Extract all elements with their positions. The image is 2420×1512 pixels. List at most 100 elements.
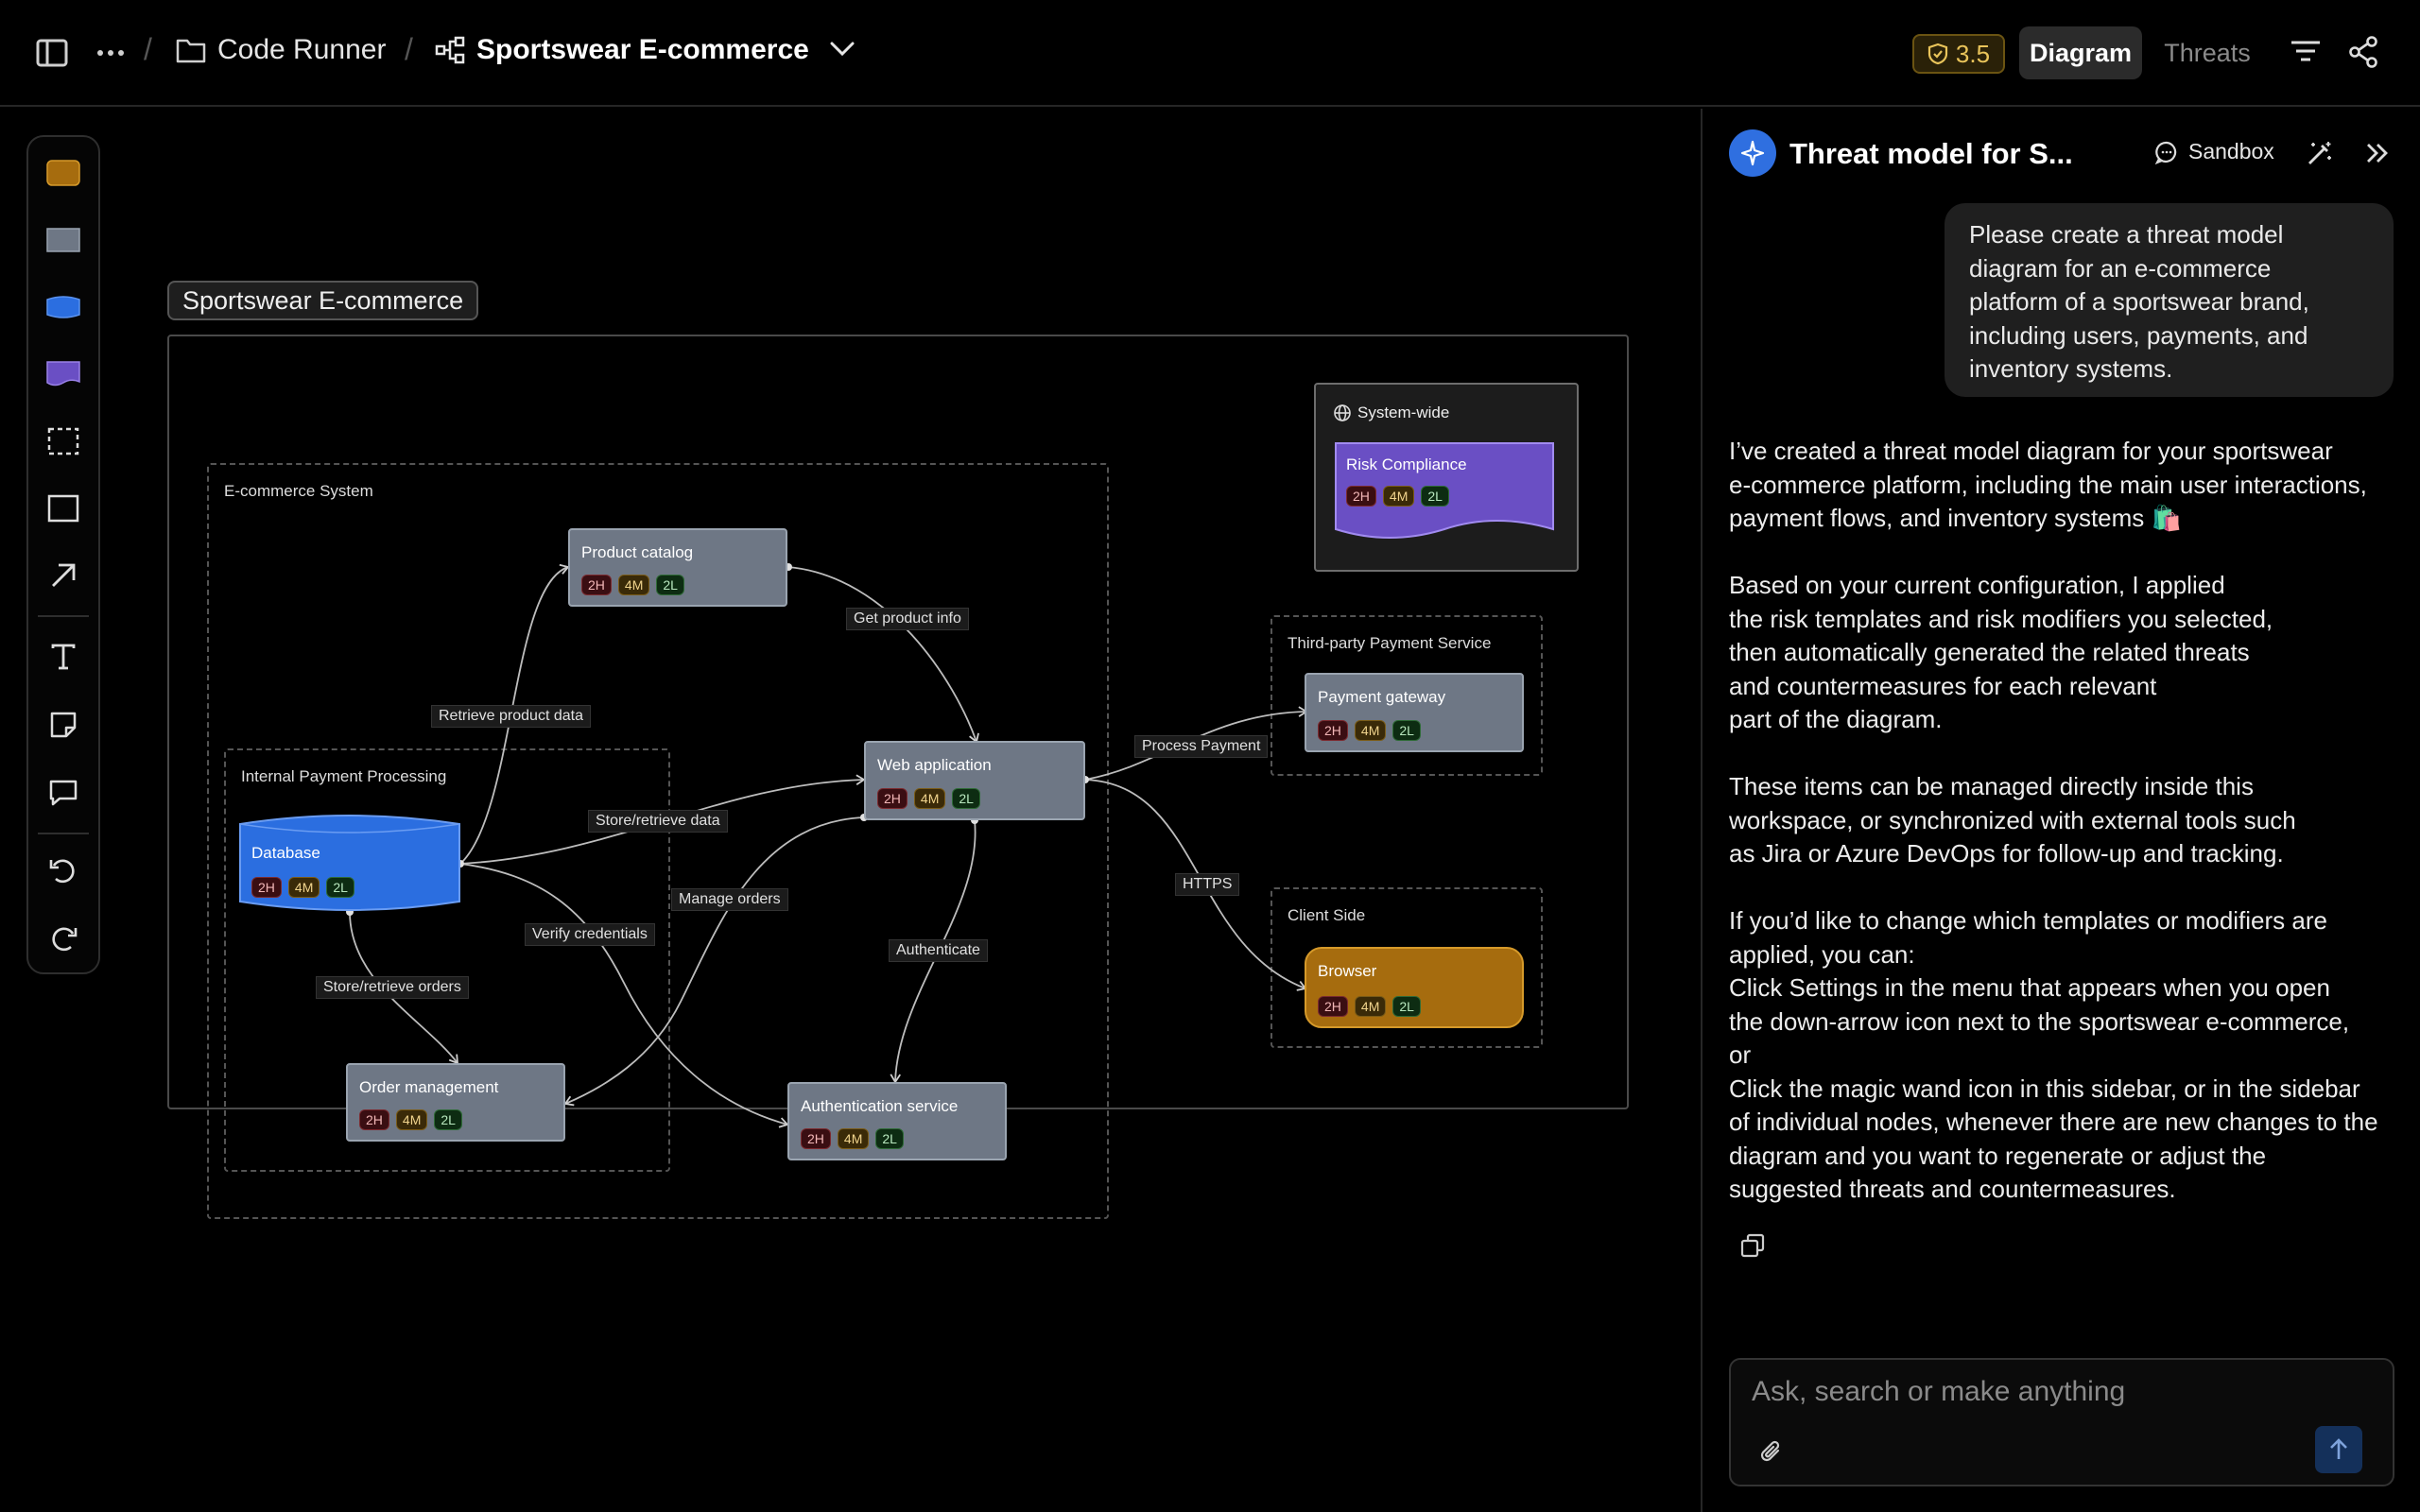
edge-label[interactable]: Store/retrieve orders (316, 976, 469, 999)
node-web-application[interactable]: Web application 2H 4M 2L (864, 741, 1085, 820)
panel-title: Threat model for S... (1789, 137, 2073, 170)
tool-node-gold[interactable] (28, 146, 98, 199)
edge-label[interactable]: Store/retrieve data (588, 810, 728, 833)
undo-icon (49, 859, 75, 884)
node-product-catalog[interactable]: Product catalog 2H 4M 2L (568, 528, 787, 607)
edge-get-product-info[interactable] (787, 566, 979, 744)
toolbar-divider (38, 615, 89, 617)
sparkle-icon (1740, 140, 1765, 166)
security-score-badge[interactable]: 3.5 (1912, 34, 2005, 74)
copy-icon (1740, 1233, 1765, 1258)
sidebar-toggle-icon (36, 39, 68, 67)
breadcrumb-diagram[interactable]: Sportswear E-commerce (435, 34, 809, 66)
tool-sticky-note[interactable] (28, 698, 98, 751)
node-label: Risk Compliance (1346, 455, 1467, 473)
breadcrumb-separator: / (144, 32, 152, 66)
tool-arrow[interactable] (28, 549, 98, 602)
edge-https[interactable] (1084, 779, 1307, 991)
boundary-client-side[interactable] (1270, 887, 1543, 1048)
more-dots-icon (97, 50, 124, 56)
share-button[interactable] (2348, 36, 2378, 68)
threat-counts: 2H 4M 2L (359, 1109, 462, 1130)
comment-icon (49, 780, 78, 806)
redo-button[interactable] (28, 912, 98, 965)
tool-boundary[interactable] (28, 415, 98, 468)
boundary-label: Internal Payment Processing (241, 767, 447, 785)
send-button[interactable] (2315, 1426, 2362, 1473)
boundary-ecommerce-system[interactable] (207, 463, 1109, 1219)
edge-label[interactable]: Get product info (846, 608, 969, 630)
node-label: Browser (1318, 962, 1377, 980)
threat-counts: 2H 4M 2L (801, 1128, 904, 1149)
edge-label[interactable]: Manage orders (671, 888, 788, 911)
node-risk-compliance[interactable]: Risk Compliance 2H 4M 2L (1335, 442, 1554, 541)
edge-label[interactable]: Authenticate (889, 939, 988, 962)
low-threat-badge: 2L (326, 877, 354, 898)
boundary-internal-payment[interactable] (224, 748, 670, 1172)
tab-threats[interactable]: Threats (2164, 38, 2251, 67)
top-bar: / Code Runner / Sportswear E-commerce 3.… (0, 0, 2420, 107)
diagram-menu-button[interactable] (828, 40, 856, 59)
edge-label[interactable]: Retrieve product data (431, 705, 591, 728)
paperclip-icon (1760, 1440, 1780, 1462)
node-authentication-service[interactable]: Authentication service 2H 4M 2L (787, 1082, 1007, 1160)
magic-wand-button[interactable] (2306, 139, 2334, 172)
edge-label[interactable]: Process Payment (1134, 735, 1269, 758)
attach-button[interactable] (1759, 1439, 1784, 1470)
chevron-down-icon (830, 42, 855, 57)
edge-label[interactable]: HTTPS (1175, 873, 1240, 896)
breadcrumb-project[interactable]: Code Runner (176, 34, 386, 66)
low-threat-badge: 2L (875, 1128, 904, 1149)
share-icon (2349, 36, 2377, 68)
arrow-icon (52, 563, 76, 587)
sidebar-toggle-button[interactable] (36, 36, 70, 70)
text-icon (51, 644, 76, 670)
low-threat-badge: 2L (434, 1109, 462, 1130)
node-label: Web application (877, 756, 992, 774)
gold-shape-icon (46, 160, 80, 186)
medium-threat-badge: 4M (1382, 486, 1415, 507)
globe-icon (1334, 404, 1351, 421)
copy-button[interactable] (1740, 1233, 1765, 1263)
node-label: Product catalog (581, 543, 694, 561)
arrow-up-icon (2330, 1438, 2347, 1459)
assistant-message: I’ve created a threat model diagram for … (1729, 437, 2378, 1203)
chat-composer (1729, 1358, 2394, 1486)
high-threat-badge: 2H (251, 877, 282, 898)
node-label: Order management (359, 1078, 499, 1096)
node-label: Authentication service (801, 1097, 959, 1115)
tool-rectangle[interactable] (28, 482, 98, 535)
tab-diagram[interactable]: Diagram (2019, 26, 2142, 79)
node-payment-gateway[interactable]: Payment gateway 2H 4M 2L (1305, 673, 1524, 752)
tool-node-gray[interactable] (28, 214, 98, 266)
node-database[interactable]: Database 2H 4M 2L (238, 811, 461, 915)
high-threat-badge: 2H (1318, 996, 1348, 1017)
sandbox-label: Sandbox (2188, 139, 2274, 163)
chat-bubble-icon (2154, 141, 2177, 164)
undo-button[interactable] (28, 844, 98, 897)
tool-text[interactable] (28, 630, 98, 683)
medium-threat-badge: 4M (837, 1128, 870, 1149)
edge-manage-orders[interactable] (563, 816, 865, 1107)
collapse-panel-button[interactable] (2364, 141, 2391, 170)
boundary-label: E-commerce System (224, 482, 373, 500)
rectangle-icon (47, 494, 79, 523)
filter-button[interactable] (2290, 38, 2322, 64)
boundary-third-party-payment[interactable] (1270, 615, 1543, 776)
node-browser[interactable]: Browser 2H 4M 2L (1305, 947, 1524, 1028)
chat-input[interactable] (1752, 1373, 2357, 1411)
edge-label[interactable]: Verify credentials (525, 923, 655, 946)
frame-title[interactable]: Sportswear E-commerce (167, 281, 479, 320)
edge-retrieve-product-data[interactable] (459, 563, 570, 865)
tool-node-document[interactable] (28, 348, 98, 401)
boundary-label: Third-party Payment Service (1288, 634, 1492, 652)
tool-comment[interactable] (28, 766, 98, 819)
node-label: Payment gateway (1318, 688, 1446, 706)
more-button[interactable] (96, 38, 127, 68)
node-order-management[interactable]: Order management 2H 4M 2L (346, 1063, 565, 1142)
tool-node-database[interactable] (28, 281, 98, 334)
sandbox-button[interactable]: Sandbox (2154, 139, 2274, 164)
edge-verify-credentials[interactable] (459, 863, 789, 1128)
medium-threat-badge: 4M (617, 575, 650, 595)
medium-threat-badge: 4M (913, 788, 946, 809)
